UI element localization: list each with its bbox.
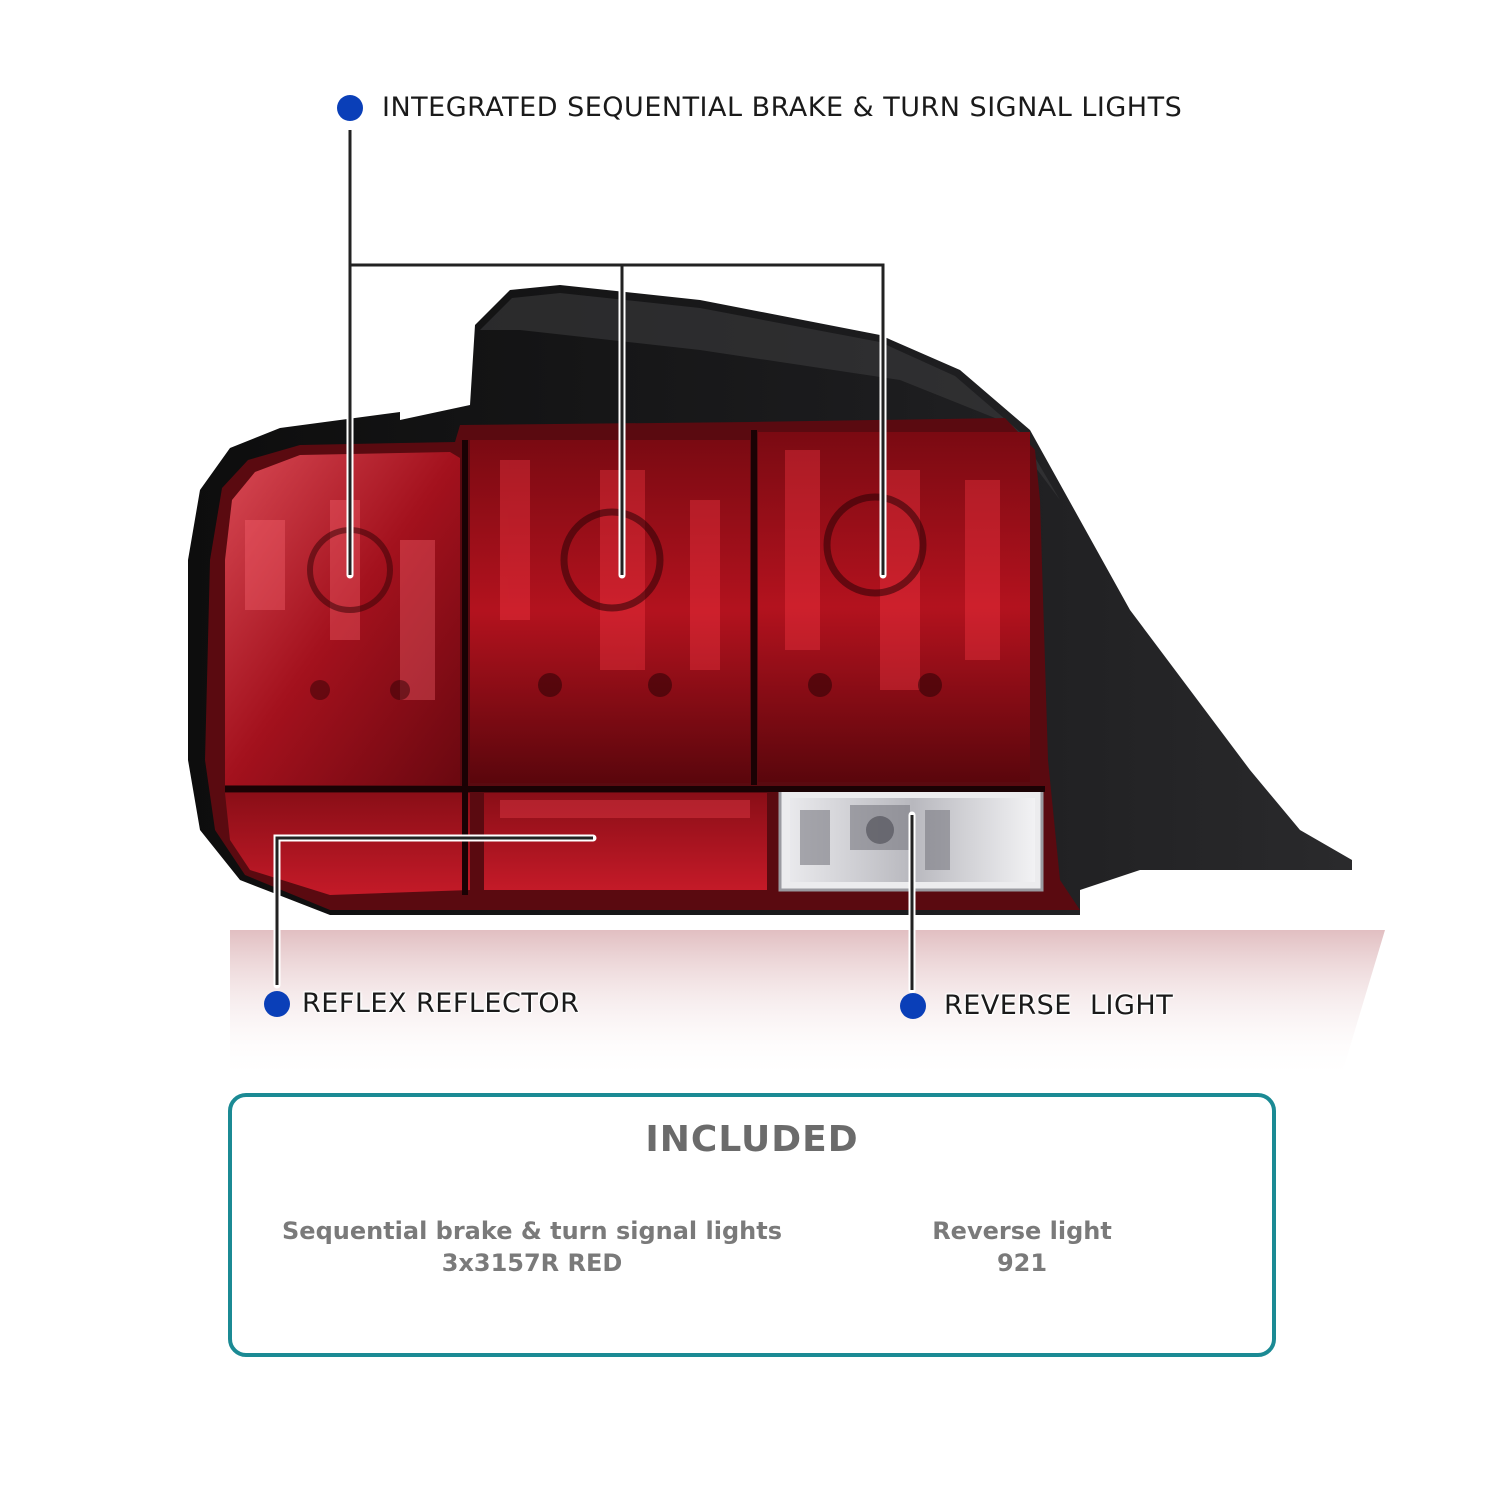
included-item-reverse: Reverse light 921 — [892, 1215, 1152, 1279]
callout-label-reverse-light: REVERSE LIGHT — [944, 990, 1174, 1021]
included-item-name: Sequential brake & turn signal lights — [282, 1217, 782, 1245]
callout-dot-reflector — [264, 991, 290, 1017]
included-item-spec: 921 — [996, 1249, 1048, 1277]
included-item-name: Reverse light — [932, 1217, 1112, 1245]
included-box: INCLUDED Sequential brake & turn signal … — [228, 1093, 1276, 1357]
included-item-sequential: Sequential brake & turn signal lights 3x… — [272, 1215, 792, 1279]
callout-label-reflex-reflector: REFLEX REFLECTOR — [302, 988, 580, 1019]
callout-dot-top — [337, 95, 363, 121]
callout-dot-reverse — [900, 993, 926, 1019]
included-item-spec: 3x3157R RED — [441, 1249, 623, 1277]
included-title: INCLUDED — [645, 1119, 859, 1160]
callout-label-sequential-lights: INTEGRATED SEQUENTIAL BRAKE & TURN SIGNA… — [382, 92, 1183, 123]
